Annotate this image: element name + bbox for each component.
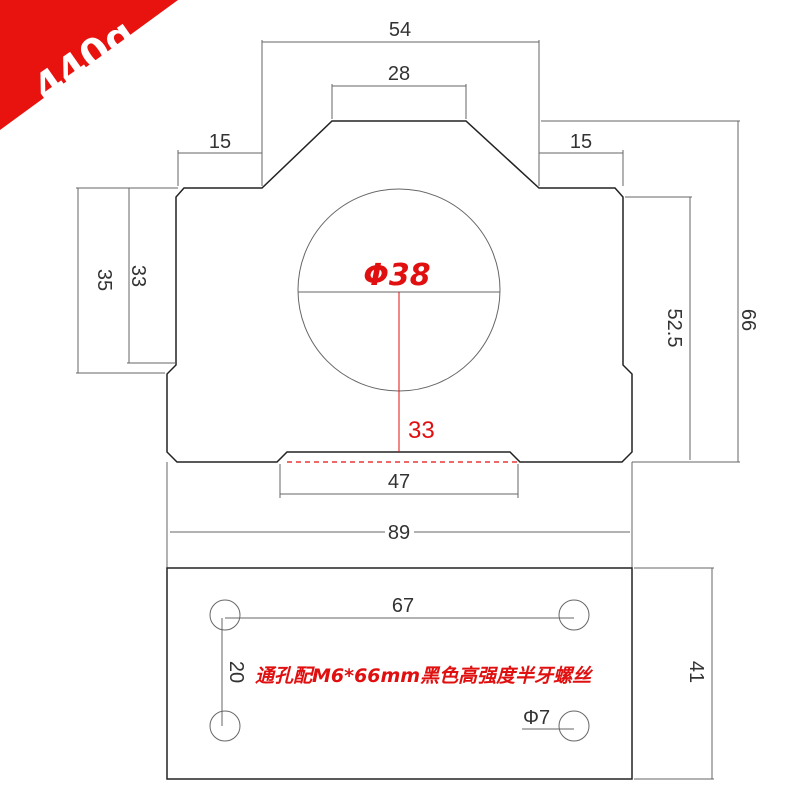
badge-ribbon — [0, 0, 178, 130]
top-view: Φ38 33 54 28 15 15 — [76, 19, 759, 568]
bore-diameter-label: Φ38 — [363, 258, 430, 293]
hole-diameter-label: Φ7 — [523, 707, 550, 729]
dim-top-width-label: 54 — [389, 19, 411, 41]
mount-hole-bottom-left — [209, 710, 241, 742]
mount-hole-top-left — [209, 599, 241, 631]
dim-left-outer-height-label: 35 — [93, 269, 115, 291]
dim-right-step: 15 — [538, 131, 624, 186]
dim-right-inner-height-label: 52.5 — [663, 309, 685, 348]
plate-height-label: 41 — [685, 661, 707, 683]
dim-top-flat-label: 28 — [388, 63, 410, 85]
hole-spacing-y-label: 20 — [225, 661, 247, 683]
dim-right-step-label: 15 — [570, 131, 592, 153]
dim-left-step-label: 15 — [209, 131, 231, 153]
dim-top-flat: 28 — [331, 63, 467, 119]
mount-hole-bottom-right — [558, 710, 590, 742]
dim-right-inner-height: 52.5 — [625, 196, 692, 460]
dim-bottom-slot: 47 — [279, 464, 519, 498]
screw-note: 通孔配M6*66mm黑色高强度半牙螺丝 — [255, 665, 594, 687]
dim-bottom-slot-label: 47 — [388, 471, 410, 493]
dim-right-outer-height: 66 — [541, 120, 759, 463]
mount-hole-top-right — [558, 599, 590, 631]
dim-left-outer-height: 35 — [76, 187, 178, 374]
dim-left-inner-height: 33 — [127, 188, 176, 364]
base-plate-outline — [166, 567, 633, 780]
dim-left-step: 15 — [177, 131, 263, 186]
dim-left-inner-height-label: 33 — [127, 265, 149, 287]
weight-badge: 440g — [0, 0, 178, 130]
dim-overall-width: 89 — [166, 462, 633, 568]
bottom-view: 67 20 Φ7 通孔配M6*66mm黑色高强度半牙螺丝 41 — [166, 567, 714, 780]
dim-overall-width-label: 89 — [388, 522, 410, 544]
hole-spacing-x-label: 67 — [392, 595, 414, 617]
dim-right-outer-height-label: 66 — [737, 309, 759, 331]
center-height-label: 33 — [408, 417, 435, 444]
